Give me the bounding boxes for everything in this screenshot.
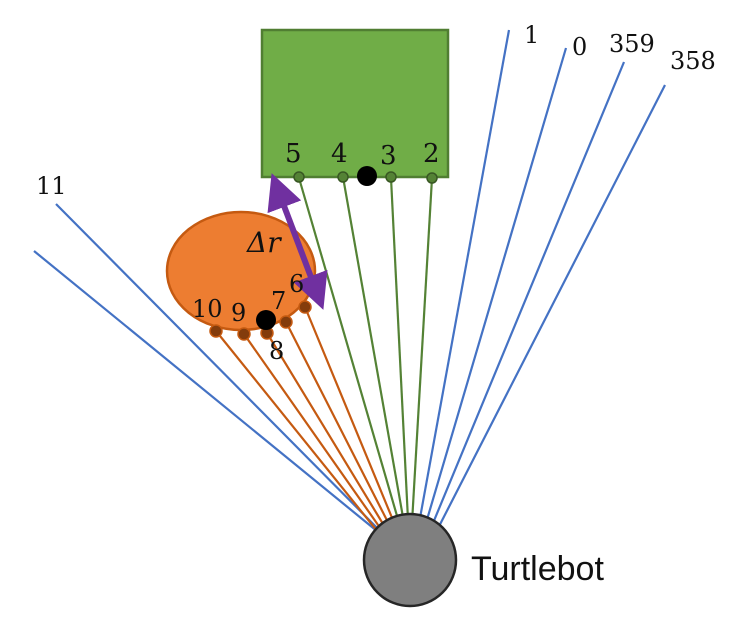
ray-3 <box>389 177 411 541</box>
ray-358 <box>430 84 666 543</box>
hit-point-10 <box>209 324 223 338</box>
blue-rays <box>33 29 666 546</box>
ray-1 <box>414 29 511 541</box>
beam-label-0: 0 <box>572 33 587 61</box>
orange-rays <box>215 306 404 543</box>
ray-7 <box>285 321 399 543</box>
ray-10 <box>215 330 387 543</box>
ellipse-centroid-dot <box>256 310 276 330</box>
turtlebot-robot <box>362 512 458 608</box>
ray-0 <box>419 47 568 541</box>
ray-2 <box>409 177 434 541</box>
hit-point-4 <box>337 171 349 183</box>
beam-label-1: 1 <box>524 21 539 49</box>
hit-point-3 <box>385 171 397 183</box>
robot-label: Turtlebot <box>471 550 604 588</box>
ellipse-point-label-7: 7 <box>271 287 286 315</box>
hit-point-5 <box>293 171 305 183</box>
box-point-label-3: 3 <box>380 141 397 171</box>
green-rays <box>297 176 434 541</box>
beam-label-359: 359 <box>609 30 655 58</box>
ray-6 <box>303 306 404 543</box>
delta-r-label: Δr <box>246 226 282 259</box>
box-point-label-4: 4 <box>331 139 348 169</box>
ray-4 <box>341 176 409 541</box>
ray-9 <box>243 333 391 543</box>
ellipse-point-label-8: 8 <box>269 337 284 365</box>
hit-point-6 <box>298 300 312 314</box>
hit-point-9 <box>237 327 251 341</box>
box-centroid-dot <box>357 166 377 186</box>
ray-12 <box>33 250 395 546</box>
beam-label-358: 358 <box>670 47 716 75</box>
hit-point-2 <box>426 172 438 184</box>
ellipse-point-label-9: 9 <box>231 299 246 327</box>
ray-359 <box>424 61 626 541</box>
beam-label-11: 11 <box>36 172 67 200</box>
ellipse-point-label-10: 10 <box>192 295 223 323</box>
ellipse-point-label-6: 6 <box>289 270 304 298</box>
ray-8 <box>266 332 395 543</box>
hit-point-7 <box>279 315 293 329</box>
box-point-label-2: 2 <box>423 139 440 169</box>
box-point-label-5: 5 <box>285 139 302 169</box>
box-obstacle <box>260 28 450 179</box>
delta-r-arrow <box>267 173 328 310</box>
ray-11 <box>55 203 395 546</box>
